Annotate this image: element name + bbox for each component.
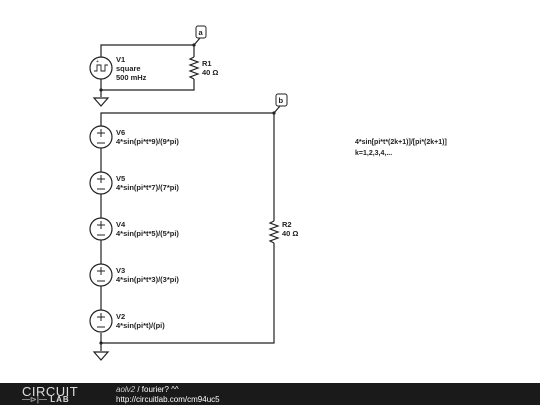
resistor-r1[interactable] — [188, 56, 200, 80]
v5-expression: 4*sin(pi*t*7)/(7*pi) — [116, 183, 179, 192]
voltage-source-v5[interactable] — [89, 171, 113, 195]
circuit-title-line: aolv2 / fourier? ^^ — [116, 385, 179, 394]
schematic-canvas: + a V1 square 500 mHz R1 40 Ω — [89, 25, 298, 361]
ground-symbol-top — [92, 97, 110, 107]
diode-logo-icon: —⊳|— — [22, 395, 47, 404]
node-dot-a — [192, 43, 196, 47]
circuitlab-logo-bottom[interactable]: —⊳|— LAB — [22, 395, 70, 404]
node-label-a-box[interactable] — [195, 25, 207, 39]
v1-frequency: 500 mHz — [116, 73, 147, 82]
v3-expression: 4*sin(pi*t*3)/(3*pi) — [116, 275, 179, 284]
title-separator: / — [135, 385, 142, 394]
footer-bar: CIRCUIT —⊳|— LAB aolv2 / fourier? ^^ htt… — [0, 383, 540, 405]
author-name[interactable]: aolv2 — [116, 385, 136, 394]
v6-expression: 4*sin(pi*t*9)/(9*pi) — [116, 137, 179, 146]
node-label-b-box[interactable] — [275, 93, 288, 107]
voltage-source-v4[interactable] — [89, 217, 113, 241]
square-wave-source-v1[interactable]: + — [89, 56, 113, 80]
circuit-url[interactable]: http://circuitlab.com/cm94uc5 — [116, 395, 220, 404]
v1-type: square — [116, 64, 141, 73]
v2-name: V2 — [116, 312, 125, 321]
node-dot-b — [272, 111, 276, 115]
circuit-title: fourier? ^^ — [141, 385, 179, 394]
ground-symbol-bottom — [92, 351, 110, 361]
resistor-r2[interactable] — [268, 220, 280, 244]
r1-value: 40 Ω — [202, 68, 218, 77]
voltage-source-v3[interactable] — [89, 263, 113, 287]
r2-name: R2 — [282, 220, 292, 229]
r2-value: 40 Ω — [282, 229, 298, 238]
voltage-source-v2[interactable] — [89, 309, 113, 333]
v4-name: V4 — [116, 220, 126, 229]
svg-text:+: + — [96, 59, 99, 65]
v4-expression: 4*sin(pi*t*5)/(5*pi) — [116, 229, 179, 238]
logo-lab-text: LAB — [50, 395, 70, 404]
v1-name: V1 — [116, 55, 125, 64]
junction-dot-top — [99, 88, 103, 92]
r1-name: R1 — [202, 59, 212, 68]
v6-name: V6 — [116, 128, 125, 137]
voltage-source-v6[interactable] — [89, 125, 113, 149]
v5-name: V5 — [116, 174, 125, 183]
node-label-a: a — [199, 28, 204, 37]
circuitlab-logo-top[interactable]: CIRCUIT — [22, 384, 79, 399]
annotation-k-values: k=1,2,3,4,... — [355, 150, 393, 157]
annotation-formula: 4*sin[pi*t*(2k+1)]/[pi*(2k+1)] — [355, 139, 447, 146]
v3-name: V3 — [116, 266, 125, 275]
junction-dot-bottom — [99, 341, 103, 345]
node-label-b: b — [279, 96, 284, 105]
v2-expression: 4*sin(pi*t)/(pi) — [116, 321, 165, 330]
